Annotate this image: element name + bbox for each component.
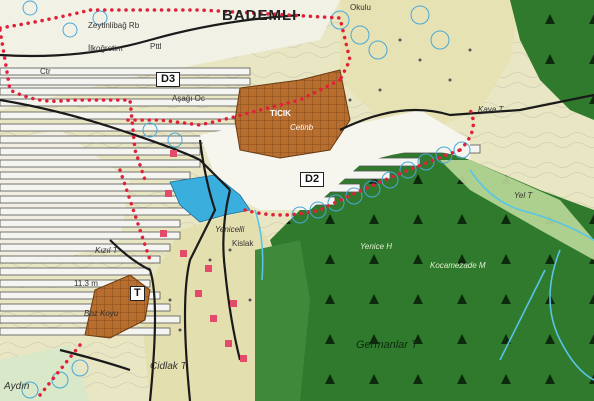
ceylan-label: Cetinb — [290, 123, 314, 132]
zone-d3-marker[interactable]: D3 — [156, 72, 181, 87]
kizil-label: Kızıl T — [95, 246, 118, 255]
plan-boundary — [0, 8, 476, 397]
agri-zone-south — [140, 210, 280, 401]
streams — [254, 169, 594, 381]
kaya-label: Kaya T — [478, 105, 504, 114]
zone-t-marker[interactable]: T — [130, 286, 145, 301]
germanlar-label: Germanlar T — [356, 339, 418, 351]
building-dots — [168, 38, 472, 332]
boundary-squares — [160, 150, 247, 362]
asagi-label: Aşağı Oc — [172, 94, 205, 103]
zeytinlibag-label: Zeytinlibağ Rb — [88, 21, 140, 30]
zone-d2-marker[interactable]: D2 — [300, 172, 325, 187]
ilkogretim-label: İlkoğretim — [88, 44, 123, 53]
elevation-label: 11.3 m — [74, 279, 98, 288]
ptt-label: Pttl — [150, 42, 162, 51]
yenicelli-label: Yenicelli — [215, 225, 245, 234]
protection-buffer — [21, 0, 471, 399]
agri-zone-ne — [340, 0, 520, 130]
settlement-zone-tictik — [234, 69, 351, 159]
kislak-label: Kislak — [232, 239, 254, 248]
kocamezade-label: Kocamezade M — [430, 261, 486, 270]
tictik-label: TICIK — [270, 109, 291, 118]
cidlak-label: Cidlak T — [150, 361, 187, 372]
village-label: BADEMLI — [222, 7, 298, 24]
okulu-label: Okulu — [350, 3, 371, 12]
ctr-label: Ctr — [40, 67, 51, 76]
roads — [0, 13, 594, 401]
yenice-hill-label: Yenice H — [360, 242, 393, 251]
yel-label: Yel T — [514, 191, 533, 200]
aydin-label: Aydın — [4, 381, 30, 392]
baykoy-label: Boz Koyu — [84, 309, 119, 318]
forest-zone-south — [255, 240, 310, 401]
